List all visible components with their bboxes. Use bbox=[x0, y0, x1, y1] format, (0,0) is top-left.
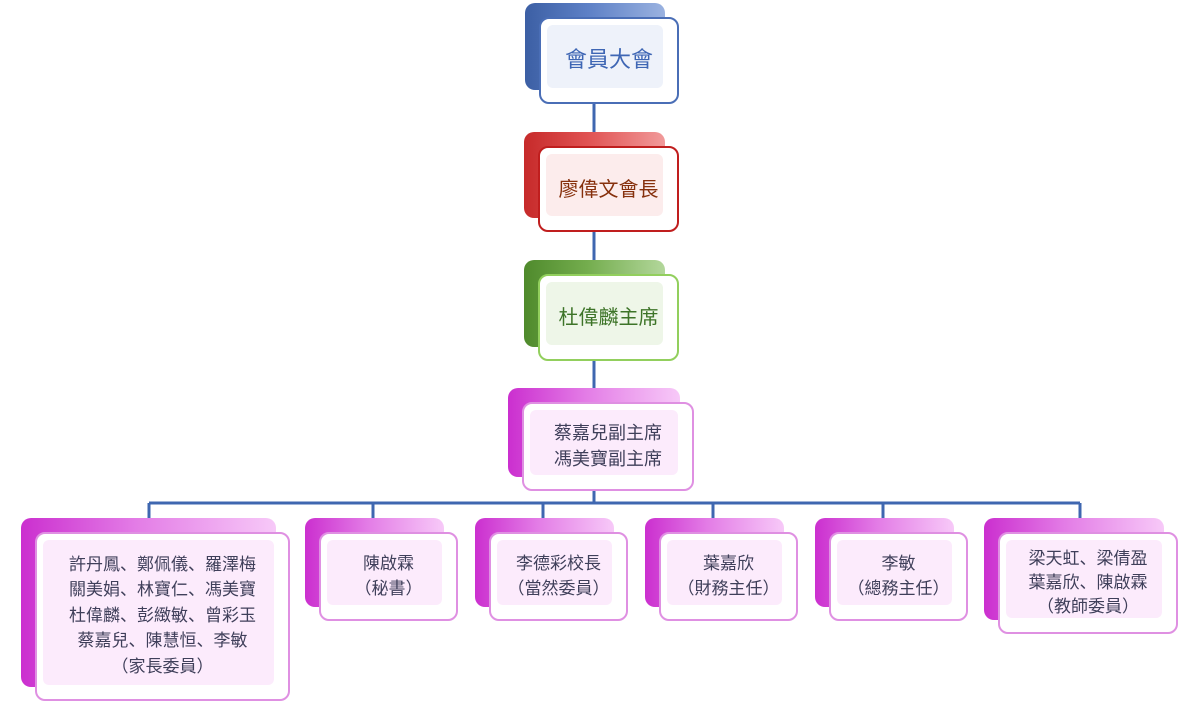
president-box: 廖偉文會長 bbox=[524, 132, 679, 232]
principal-box-card: 李德彩校長 （當然委員） bbox=[489, 532, 628, 621]
chairman-line-1: 杜偉麟主席 bbox=[558, 305, 659, 330]
treasurer-line-2: （財務主任） bbox=[677, 578, 780, 599]
vice-chairs-line-2: 馮美寶副主席 bbox=[554, 448, 662, 470]
general-affairs-box-card: 李敏 （總務主任） bbox=[829, 532, 968, 621]
parent-members-text: 許丹鳳、鄭佩儀、羅澤梅 關美娟、林寶仁、馮美寶 杜偉麟、彭緻敏、曾彩玉 蔡嘉兒、… bbox=[69, 553, 256, 681]
principal-text: 李德彩校長 （當然委員） bbox=[508, 552, 610, 600]
parent-members-line-2: 關美娟、林寶仁、馮美寶 bbox=[69, 580, 256, 601]
principal-line-1: 李德彩校長 bbox=[516, 554, 601, 575]
secretary-text: 陳啟霖 （秘書） bbox=[355, 552, 423, 600]
general-assembly-box-card: 會員大會 bbox=[539, 17, 679, 104]
teacher-members-box: 梁天虹、梁倩盈 葉嘉欣、陳啟霖 （教師委員） bbox=[984, 518, 1178, 634]
parent-members-line-1: 許丹鳳、鄭佩儀、羅澤梅 bbox=[69, 554, 256, 575]
principal-box: 李德彩校長 （當然委員） bbox=[475, 518, 628, 621]
parent-members-box: 許丹鳳、鄭佩儀、羅澤梅 關美娟、林寶仁、馮美寶 杜偉麟、彭緻敏、曾彩玉 蔡嘉兒、… bbox=[21, 518, 290, 701]
general-assembly-line-1: 會員大會 bbox=[564, 47, 653, 73]
principal-line-2: （當然委員） bbox=[507, 578, 610, 599]
teacher-members-box-card: 梁天虹、梁倩盈 葉嘉欣、陳啟霖 （教師委員） bbox=[998, 532, 1178, 634]
general-affairs-text: 李敏 （總務主任） bbox=[848, 552, 950, 600]
treasurer-box: 葉嘉欣 （財務主任） bbox=[645, 518, 798, 621]
vice-chairs-box: 蔡嘉兒副主席 馮美寶副主席 bbox=[508, 388, 694, 491]
secretary-box-card: 陳啟霖 （秘書） bbox=[319, 532, 458, 621]
secretary-box: 陳啟霖 （秘書） bbox=[305, 518, 458, 621]
parent-members-line-3: 杜偉麟、彭緻敏、曾彩玉 bbox=[69, 605, 256, 626]
secretary-line-1: 陳啟霖 bbox=[363, 554, 414, 575]
general-assembly-box: 會員大會 bbox=[525, 3, 679, 104]
teacher-members-line-3: （教師委員） bbox=[1037, 597, 1139, 618]
parent-members-box-card: 許丹鳳、鄭佩儀、羅澤梅 關美娟、林寶仁、馮美寶 杜偉麟、彭緻敏、曾彩玉 蔡嘉兒、… bbox=[35, 532, 290, 701]
president-line-1: 廖偉文會長 bbox=[558, 176, 659, 201]
chairman-box: 杜偉麟主席 bbox=[524, 260, 679, 361]
chairman-box-card: 杜偉麟主席 bbox=[538, 274, 679, 361]
treasurer-text: 葉嘉欣 （財務主任） bbox=[678, 552, 780, 600]
parent-members-line-4: 蔡嘉兒、陳慧恒、李敏 bbox=[77, 631, 248, 652]
general-affairs-line-2: （總務主任） bbox=[847, 578, 950, 599]
vice-chairs-text: 蔡嘉兒副主席 馮美寶副主席 bbox=[554, 421, 662, 472]
teacher-members-text: 梁天虹、梁倩盈 葉嘉欣、陳啟霖 （教師委員） bbox=[1029, 547, 1148, 619]
vice-chairs-line-1: 蔡嘉兒副主席 bbox=[554, 422, 662, 444]
parent-members-line-5: （家長委員） bbox=[111, 656, 214, 677]
teacher-members-line-1: 梁天虹、梁倩盈 bbox=[1028, 548, 1148, 569]
teacher-members-line-2: 葉嘉欣、陳啟霖 bbox=[1028, 572, 1148, 593]
treasurer-box-card: 葉嘉欣 （財務主任） bbox=[659, 532, 798, 621]
secretary-line-2: （秘書） bbox=[354, 578, 423, 599]
vice-chairs-box-card: 蔡嘉兒副主席 馮美寶副主席 bbox=[522, 402, 694, 491]
president-box-card: 廖偉文會長 bbox=[538, 146, 679, 232]
general-affairs-line-1: 李敏 bbox=[881, 554, 916, 575]
general-assembly-text: 會員大會 bbox=[565, 45, 653, 76]
president-text: 廖偉文會長 bbox=[559, 175, 659, 203]
chairman-text: 杜偉麟主席 bbox=[559, 303, 659, 331]
general-affairs-box: 李敏 （總務主任） bbox=[815, 518, 968, 621]
treasurer-line-1: 葉嘉欣 bbox=[703, 554, 754, 575]
